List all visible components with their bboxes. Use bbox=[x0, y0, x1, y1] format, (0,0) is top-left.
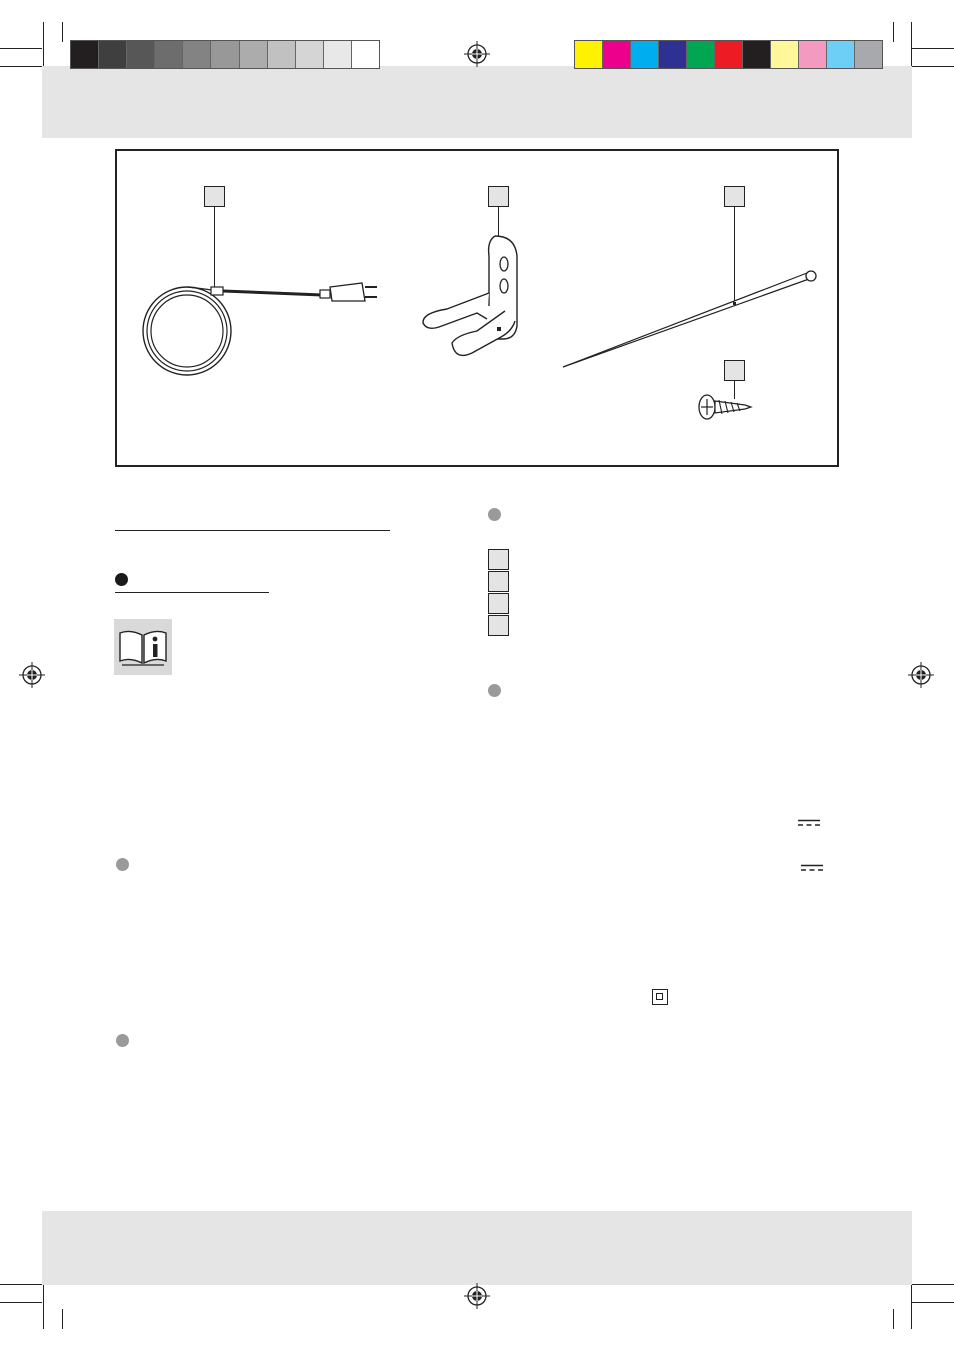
color-swatch bbox=[575, 41, 603, 68]
section-subrule bbox=[115, 592, 269, 593]
crop-mark bbox=[0, 1284, 42, 1285]
callout-leader bbox=[498, 207, 499, 249]
color-swatch bbox=[659, 41, 687, 68]
crop-mark bbox=[912, 1302, 954, 1303]
top-band bbox=[42, 66, 912, 138]
grayscale-swatch bbox=[99, 41, 128, 68]
callout-box-cable bbox=[204, 186, 225, 207]
section-bullet bbox=[488, 508, 501, 521]
crop-mark bbox=[893, 1309, 894, 1329]
protection-class-ii-icon bbox=[652, 989, 668, 1005]
callout-box-spike bbox=[724, 186, 745, 207]
callout-box-screw bbox=[724, 360, 745, 381]
color-swatch bbox=[827, 41, 855, 68]
grayscale-swatch bbox=[71, 41, 100, 68]
color-calibration-strip bbox=[574, 40, 883, 69]
color-swatch bbox=[631, 41, 659, 68]
crop-mark bbox=[0, 66, 42, 67]
section-rule bbox=[115, 530, 390, 531]
grayscale-swatch bbox=[183, 41, 212, 68]
callout-leader bbox=[734, 207, 735, 301]
direct-current-icon bbox=[798, 819, 820, 826]
section-bullet bbox=[488, 684, 501, 697]
crop-mark bbox=[911, 1285, 912, 1329]
parts-list-box bbox=[488, 593, 509, 614]
direct-current-icon bbox=[801, 864, 823, 871]
color-swatch bbox=[771, 41, 799, 68]
crop-mark bbox=[0, 1302, 42, 1303]
color-swatch bbox=[715, 41, 743, 68]
parts-list-box bbox=[488, 615, 509, 636]
color-swatch bbox=[743, 41, 771, 68]
grayscale-swatch bbox=[267, 41, 296, 68]
crop-mark bbox=[912, 48, 954, 49]
registration-mark-left bbox=[19, 662, 45, 688]
product-figure bbox=[115, 149, 839, 467]
registration-mark-right bbox=[908, 662, 934, 688]
crop-mark bbox=[62, 1309, 63, 1329]
section-bullet bbox=[116, 858, 129, 871]
grayscale-swatch bbox=[155, 41, 184, 68]
color-swatch bbox=[799, 41, 827, 68]
ground-spike-illustration bbox=[562, 270, 817, 368]
crop-mark bbox=[912, 66, 954, 67]
color-swatch bbox=[855, 41, 882, 68]
parts-list-box bbox=[488, 571, 509, 592]
registration-mark-bottom bbox=[464, 1283, 490, 1309]
callout-leader bbox=[214, 207, 215, 291]
grayscale-calibration-strip bbox=[70, 40, 380, 69]
crop-mark bbox=[911, 22, 912, 66]
screw-illustration bbox=[698, 394, 753, 420]
cable-holder-illustration bbox=[422, 235, 518, 357]
grayscale-swatch bbox=[295, 41, 324, 68]
crop-mark bbox=[893, 22, 894, 42]
callout-box-holder bbox=[488, 186, 509, 207]
section-bullet bbox=[115, 573, 128, 586]
color-swatch bbox=[687, 41, 715, 68]
grayscale-swatch bbox=[239, 41, 268, 68]
crop-mark bbox=[62, 22, 63, 42]
parts-list-box bbox=[488, 549, 509, 570]
bottom-band bbox=[42, 1211, 912, 1285]
grayscale-swatch bbox=[211, 41, 240, 68]
crop-mark bbox=[0, 48, 42, 49]
callout-leader bbox=[734, 381, 735, 399]
color-swatch bbox=[603, 41, 631, 68]
grayscale-swatch bbox=[351, 41, 380, 68]
grayscale-swatch bbox=[323, 41, 352, 68]
crop-mark bbox=[43, 1285, 44, 1329]
section-bullet bbox=[116, 1034, 129, 1047]
crop-mark bbox=[43, 22, 44, 66]
power-cable-illustration bbox=[142, 282, 377, 376]
crop-mark bbox=[912, 1284, 954, 1285]
info-manual-icon bbox=[114, 619, 172, 675]
registration-mark-top bbox=[464, 41, 490, 67]
grayscale-swatch bbox=[127, 41, 156, 68]
